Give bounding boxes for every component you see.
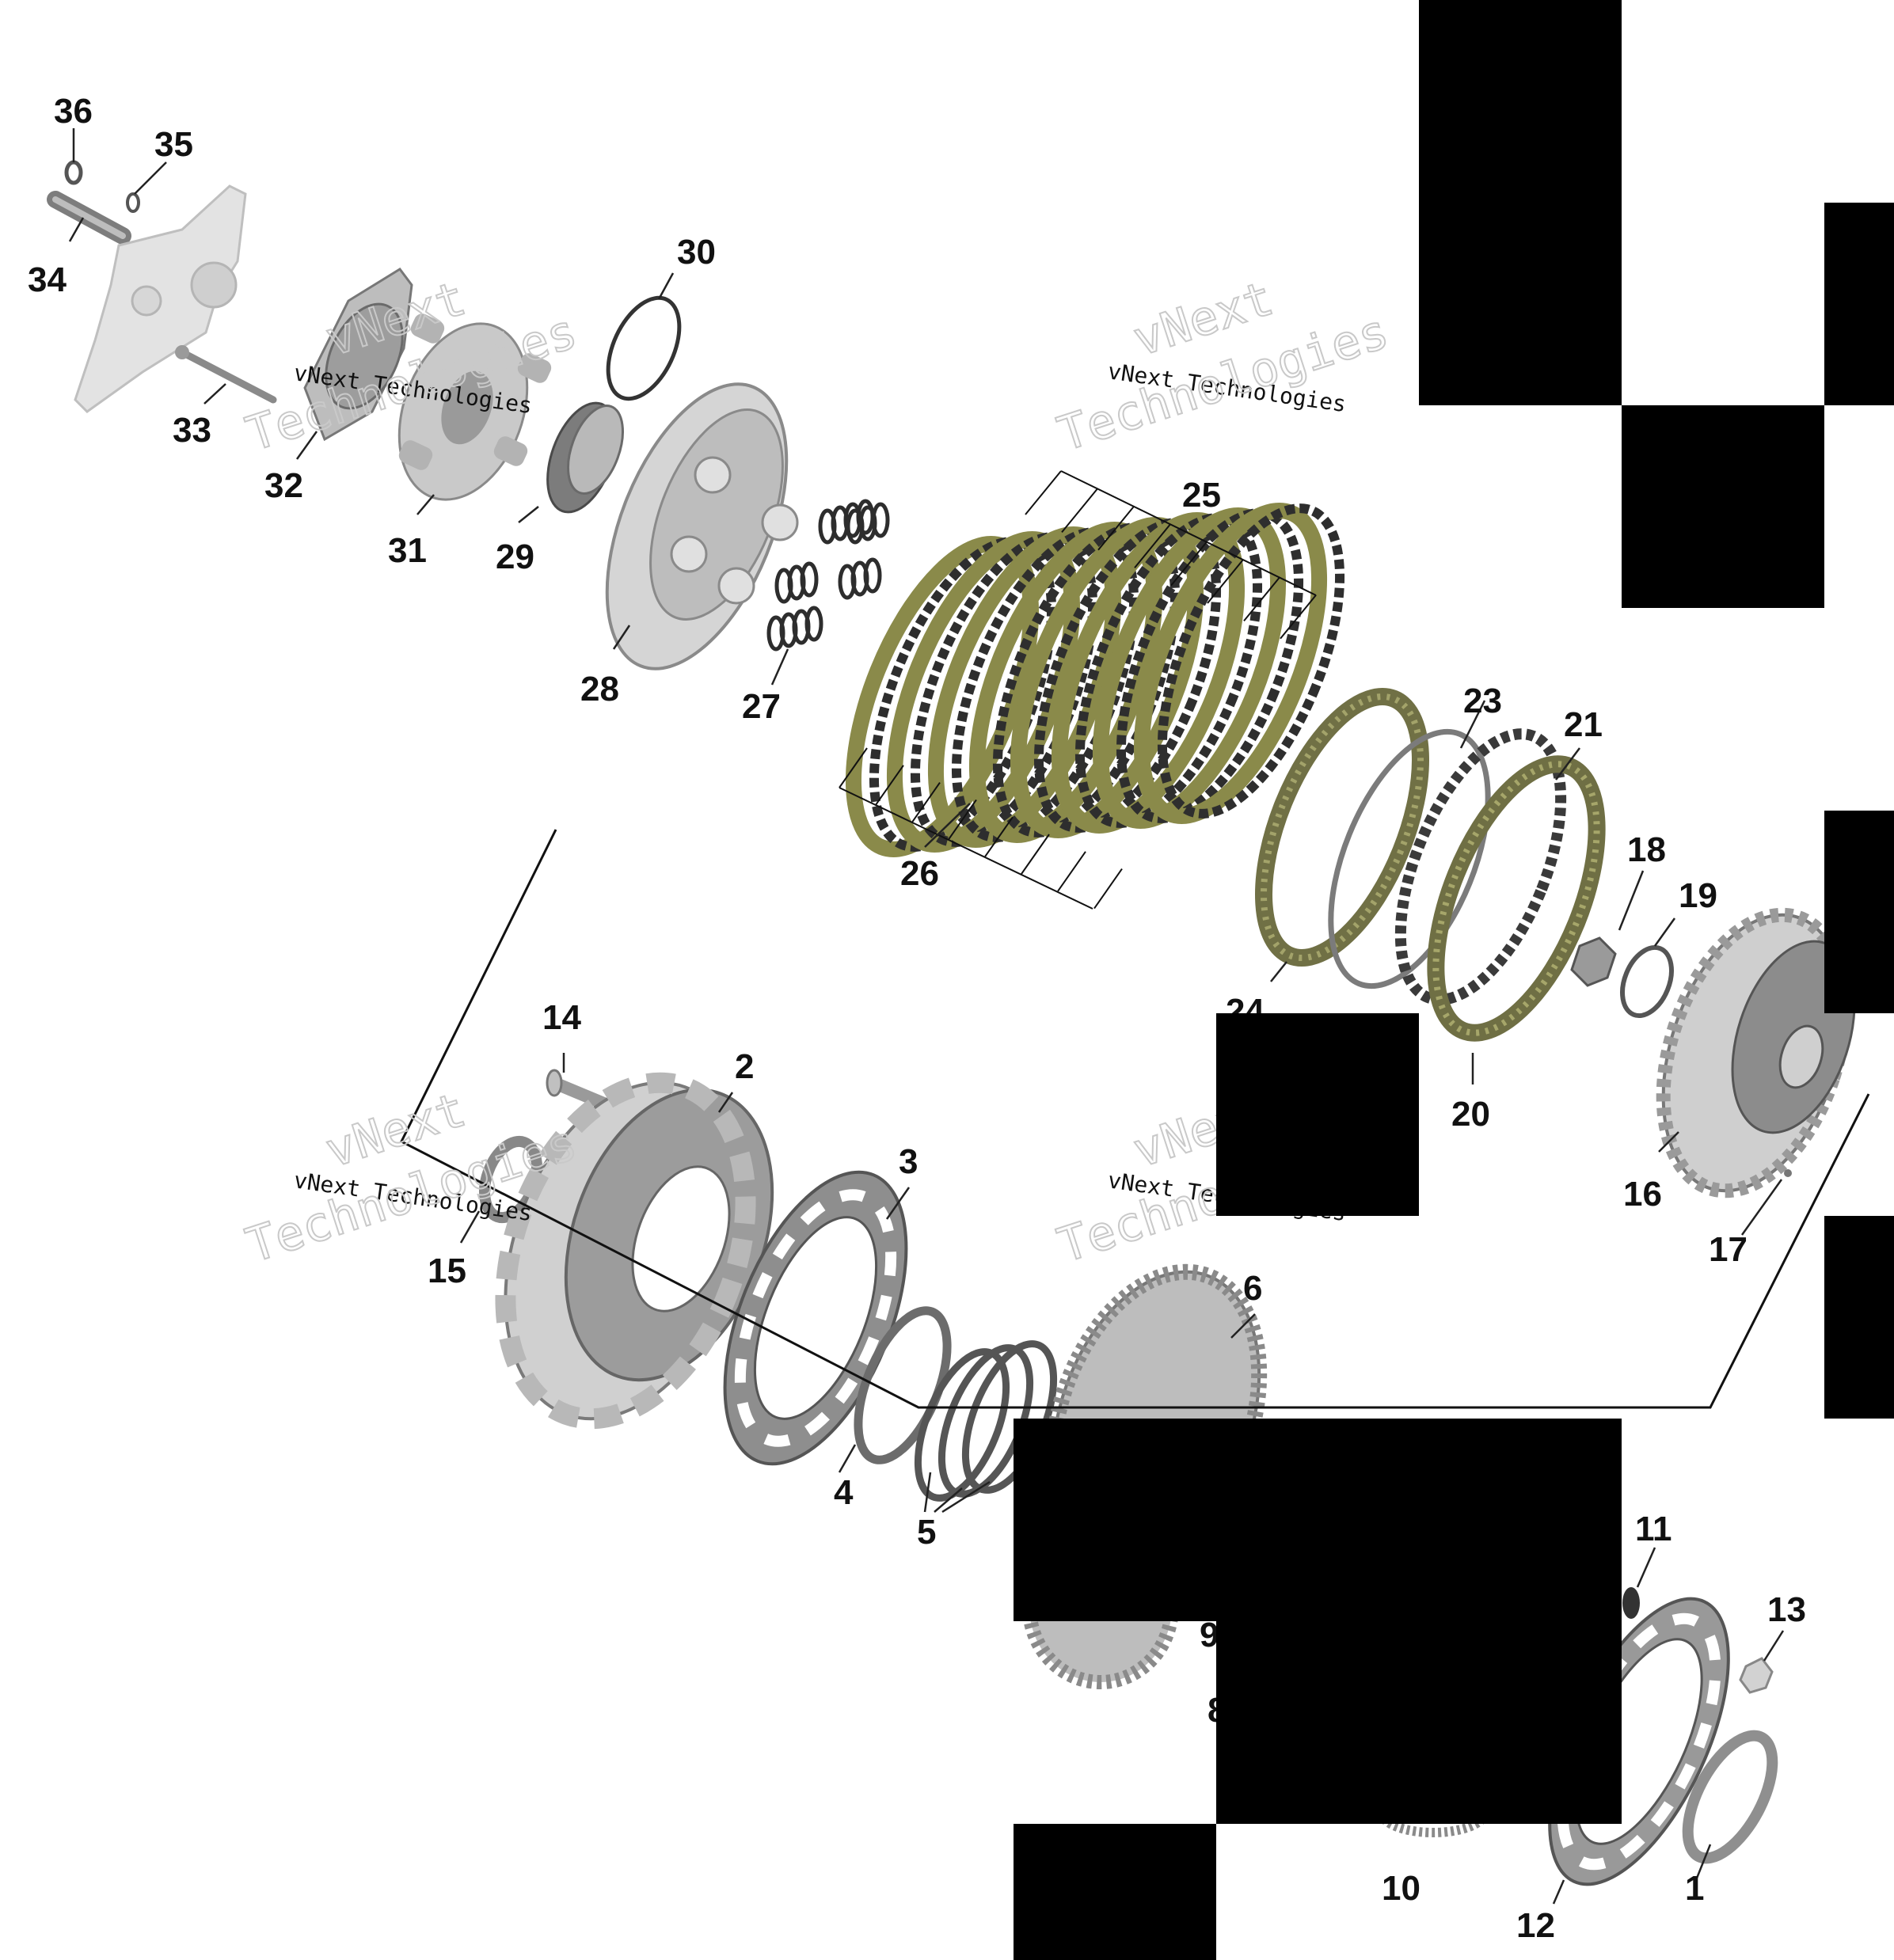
part-hub-31 [397,313,552,501]
steel-plate [1157,503,1345,819]
part-steel-plate-21 [1394,728,1567,1005]
callout-18: 18 [1627,830,1666,869]
part-basket-2 [495,1072,774,1430]
callout-14: 14 [542,998,581,1037]
callout-10: 10 [1382,1869,1420,1908]
steel-plate [1116,508,1304,823]
callout-numbers: 36 35 34 33 32 31 29 30 28 27 25 26 23 2… [28,92,1806,1945]
redaction-blocks [1014,0,1894,1960]
callout-2: 2 [735,1047,754,1086]
part-flange-32 [303,268,413,442]
leader-lines [68,128,1785,1905]
steel-plate [1033,518,1222,833]
callout-25: 25 [1182,476,1221,515]
callout-21: 21 [1564,705,1603,744]
part-lock-washer-19 [1620,944,1674,1019]
part-shaft-34 [47,191,131,245]
callout-30: 30 [677,233,716,272]
callout-35: 35 [154,125,193,164]
callout-26: 26 [900,854,939,893]
part-ring-35 [126,192,140,213]
bracket-line [1207,559,1244,604]
callout-5: 5 [917,1513,936,1552]
redaction-block [1014,1419,1622,1621]
bracket-line [1021,834,1050,875]
callout-4: 4 [834,1473,854,1512]
callout-16: 16 [1623,1175,1662,1214]
part-friction-disc-20 [1427,755,1606,1042]
part-pin-33 [175,345,277,404]
redaction-block [1824,203,1894,405]
bracket-26 [839,747,1123,910]
bracket-line [1093,868,1123,910]
callout-17: 17 [1709,1230,1748,1269]
callout-3: 3 [899,1142,918,1181]
callout-32: 32 [264,466,303,505]
bracket-25 [1025,470,1317,640]
part-plate-stack-25-26 [845,503,1345,857]
callout-13: 13 [1767,1590,1806,1629]
callout-28: 28 [580,670,619,708]
part-wire-ring-23 [1328,728,1491,989]
bracket-line [1243,576,1280,622]
callout-11: 11 [1635,1510,1672,1548]
part-nut-18 [1570,936,1617,987]
bracket-line [984,816,1014,857]
bracket-line [1170,541,1208,587]
part-pressure-plate-28 [605,382,799,670]
callout-15: 15 [428,1252,466,1290]
callout-9: 9 [1200,1616,1219,1654]
bracket-line [1280,594,1317,640]
redaction-block [1216,1621,1622,1824]
bracket-line [1025,470,1062,515]
part-inner-hub-16 [1656,907,1856,1198]
callout-29: 29 [496,537,534,576]
steel-plate [1074,513,1263,828]
callout-36: 36 [54,92,93,131]
redaction-block [1824,811,1894,1013]
callout-1: 1 [1685,1869,1704,1908]
group-bracket-main [400,829,1870,1409]
bracket-line [911,782,941,823]
bracket-line [875,765,904,806]
part-bearing-29 [546,401,624,514]
callout-12: 12 [1516,1906,1555,1945]
callout-6: 6 [1243,1269,1262,1308]
bracket-line [839,747,868,788]
bracket-line [839,787,1093,910]
callout-19: 19 [1679,876,1717,915]
callout-27: 27 [742,687,781,726]
part-oring-30 [606,295,682,401]
redaction-block [1419,0,1622,405]
bracket-line [1057,851,1086,892]
redaction-block [1216,1013,1419,1216]
redaction-block [1014,1824,1216,1960]
redaction-block [1824,1216,1894,1419]
callout-34: 34 [28,260,67,299]
part-bolt-14 [546,1069,612,1111]
part-springs-27 [766,499,890,651]
callout-20: 20 [1451,1095,1490,1134]
bracket-line [1061,488,1098,534]
callout-23: 23 [1463,682,1502,720]
part-pin-17 [1784,1169,1792,1177]
part-friction-disc-24 [1255,687,1429,967]
part-nut-13 [1739,1657,1774,1694]
part-nut-11 [1622,1587,1640,1619]
part-ring-1 [1682,1730,1778,1864]
bracket-line [1134,523,1171,568]
bracket-line [948,799,977,840]
callout-31: 31 [388,531,427,570]
bracket-line [1097,506,1135,551]
bracket-line [1060,470,1317,596]
callout-33: 33 [173,411,211,450]
redaction-block [1622,405,1824,608]
